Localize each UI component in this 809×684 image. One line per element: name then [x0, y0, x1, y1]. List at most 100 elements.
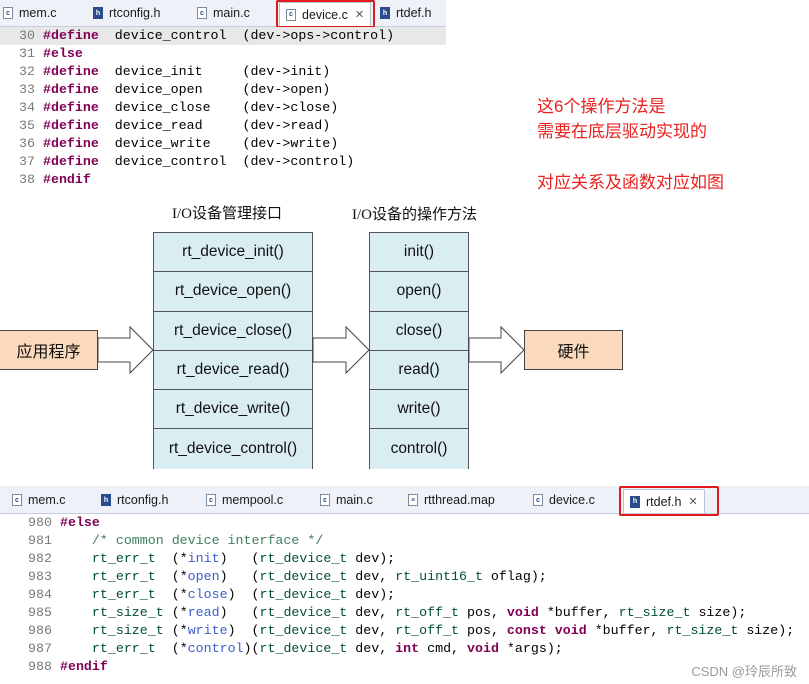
code-token: void — [467, 641, 499, 656]
gutter-gap — [52, 623, 60, 638]
code-token: pos, — [459, 605, 507, 620]
code-line[interactable]: 38 #endif — [0, 171, 446, 189]
code-token: device_control (dev->control) — [98, 154, 355, 169]
code-line[interactable]: 988 #endif — [0, 658, 809, 676]
code-token: ) ( — [227, 623, 260, 638]
code-token: rt_device_t — [259, 641, 348, 656]
application-box: 应用程序 — [0, 330, 98, 370]
interface-open: rt_device_open() — [154, 272, 312, 312]
line-number: 985 — [28, 605, 52, 620]
code-token: rt_off_t — [395, 623, 460, 638]
code-token: device_close (dev->close) — [98, 100, 339, 115]
code-token: rt_size_t — [666, 623, 739, 638]
code-line[interactable]: 986 rt_size_t (*write) (rt_device_t dev,… — [0, 622, 809, 640]
code-token — [60, 641, 92, 656]
code-token: size); — [690, 605, 747, 620]
code-token — [60, 605, 92, 620]
code-token: #define — [42, 154, 99, 169]
method-close: close() — [370, 311, 468, 351]
code-token: rt_device_t — [259, 623, 348, 638]
line-number: 38 — [19, 172, 35, 187]
code-token: rt_off_t — [395, 605, 460, 620]
code-token: rt_size_t — [91, 605, 164, 620]
gutter-gap — [52, 659, 60, 674]
code-line[interactable]: 984 rt_err_t (*close) (rt_device_t dev); — [0, 586, 809, 604]
hardware-box: 硬件 — [524, 330, 623, 370]
top-code-editor[interactable]: 30 #define device_control (dev->ops->con… — [0, 27, 446, 189]
line-number: 982 — [28, 551, 52, 566]
annotation-spacer — [537, 144, 724, 170]
code-token: rt_device_t — [259, 569, 348, 584]
code-line[interactable]: 983 rt_err_t (*open) (rt_device_t dev, r… — [0, 568, 809, 586]
gutter-gap — [52, 533, 60, 548]
watermark: CSDN @玲辰所致 — [691, 664, 797, 679]
header-file-icon: h — [93, 7, 103, 19]
code-line[interactable]: 981 /* common device interface */ — [0, 532, 809, 550]
interface-column: rt_device_init() rt_device_open() rt_dev… — [153, 232, 313, 469]
code-line[interactable]: 36 #define device_write (dev->write) — [0, 135, 446, 153]
methods-column: init() open() close() read() write() con… — [369, 232, 469, 469]
line-number: 987 — [28, 641, 52, 656]
code-line[interactable]: 980 #else — [0, 514, 809, 532]
code-token: rt_size_t — [618, 605, 691, 620]
code-token: init — [187, 551, 220, 566]
tab-rtthread-map[interactable]: ≡rtthread.map — [408, 489, 495, 511]
line-number: 986 — [28, 623, 52, 638]
gutter-gap — [52, 641, 60, 656]
gutter-gap — [35, 118, 43, 133]
c-file-icon: c — [3, 7, 13, 19]
code-line[interactable]: 987 rt_err_t (*control)(rt_device_t dev,… — [0, 640, 809, 658]
code-line[interactable]: 985 rt_size_t (*read) (rt_device_t dev, … — [0, 604, 809, 622]
code-token: cmd, — [419, 641, 468, 656]
code-line[interactable]: 32 #define device_init (dev->init) — [0, 63, 446, 81]
method-write: write() — [370, 390, 468, 430]
code-token: #define — [42, 28, 99, 43]
code-line[interactable]: 34 #define device_close (dev->close) — [0, 99, 446, 117]
close-icon[interactable]: ✕ — [354, 9, 365, 21]
code-token: rt_err_t — [91, 569, 156, 584]
code-token: #endif — [42, 172, 91, 187]
code-token: open — [187, 569, 220, 584]
code-token: #endif — [59, 659, 108, 674]
line-number: 30 — [19, 28, 35, 43]
code-line[interactable]: 30 #define device_control (dev->ops->con… — [0, 27, 446, 45]
gutter-gap — [52, 587, 60, 602]
code-token: *buffer, — [586, 623, 667, 638]
line-number: 36 — [19, 136, 35, 151]
code-token: (* — [155, 587, 188, 602]
arrow-methods-to-hardware — [468, 325, 525, 375]
code-token — [60, 623, 92, 638]
code-token: rt_uint16_t — [395, 569, 483, 584]
code-line[interactable]: 982 rt_err_t (*init) (rt_device_t dev); — [0, 550, 809, 568]
arrow-interface-to-methods — [312, 325, 370, 375]
code-line[interactable]: 37 #define device_control (dev->control) — [0, 153, 446, 171]
line-number: 984 — [28, 587, 52, 602]
code-token: rt_device_t — [259, 551, 348, 566]
line-number: 988 — [28, 659, 52, 674]
line-number: 33 — [19, 82, 35, 97]
header-file-icon: h — [630, 495, 640, 508]
code-line[interactable]: 35 #define device_read (dev->read) — [0, 117, 446, 135]
code-line[interactable]: 33 #define device_open (dev->open) — [0, 81, 446, 99]
code-token: #define — [42, 100, 99, 115]
code-token: ) ( — [219, 569, 260, 584]
code-token: (* — [155, 569, 188, 584]
c-file-icon: c — [197, 7, 207, 19]
code-line[interactable]: 31 #else — [0, 45, 446, 63]
code-token: rt_err_t — [91, 641, 156, 656]
code-token: #else — [59, 515, 100, 530]
close-icon[interactable]: ✕ — [688, 496, 698, 508]
annotation-line-3: 对应关系及函数对应如图 — [537, 173, 724, 192]
